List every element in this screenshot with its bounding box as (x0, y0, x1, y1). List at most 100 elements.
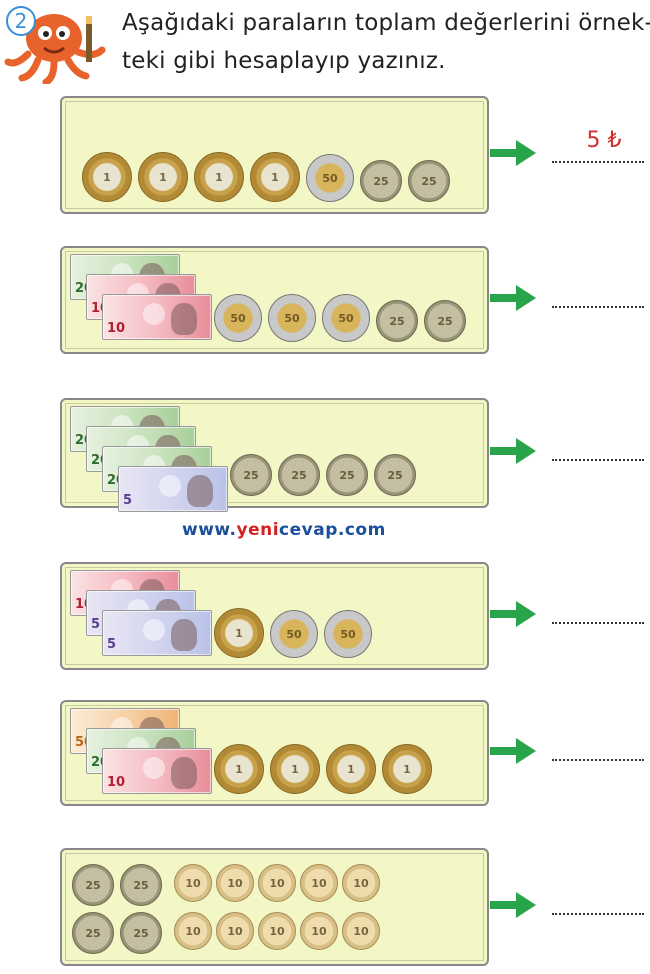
coin-twentyfive: 25 (120, 864, 162, 906)
question-line-1: Aşağıdaki paraların toplam değerlerini ö… (122, 10, 650, 36)
coin-mark: 10 (311, 876, 327, 890)
coin-mark: 1 (159, 170, 167, 184)
coin-one_lira: 1 (214, 608, 264, 658)
coin-mark: 25 (243, 468, 259, 482)
coin-twentyfive: 25 (120, 912, 162, 954)
coin-one_lira: 1 (214, 744, 264, 794)
coin-twentyfive: 25 (374, 454, 416, 496)
coin-one_lira: 1 (250, 152, 300, 202)
coin-mark: 50 (338, 311, 354, 325)
coin-mark: 25 (387, 468, 403, 482)
exercise-header: 2 Aşağıdaki paraların toplam değerlerini… (0, 0, 650, 92)
coin-one_lira: 1 (270, 744, 320, 794)
banknote-value: 5 (123, 493, 133, 508)
coin-mark: 25 (421, 174, 437, 188)
coin-mark: 1 (235, 626, 243, 640)
banknote-portrait-icon (187, 475, 213, 507)
coin-mark: 1 (403, 762, 411, 776)
coin-mark: 1 (271, 170, 279, 184)
coin-mark: 50 (286, 627, 302, 641)
coin-twentyfive: 25 (72, 912, 114, 954)
coin-ten: 10 (300, 912, 338, 950)
coin-fifty: 50 (322, 294, 370, 342)
coin-mark: 10 (185, 924, 201, 938)
answer-text: 5 ₺ (586, 128, 622, 153)
coin-mark: 25 (133, 926, 149, 940)
right-arrow-icon (490, 892, 536, 918)
coin-twentyfive: 25 (360, 160, 402, 202)
watermark: www.yenicevap.com (182, 520, 386, 540)
coin-ten: 10 (342, 912, 380, 950)
coin-mark: 1 (347, 762, 355, 776)
banknote-portrait-icon (171, 619, 197, 651)
exercise-row-1: 1 1 1 1 50 25 25 5 ₺ (0, 96, 650, 214)
banknote-portrait-icon (171, 303, 197, 335)
banknote-5: 5 (102, 610, 212, 656)
coin-mark: 50 (322, 171, 338, 185)
question-number-badge: 2 (6, 6, 36, 36)
coin-ten: 10 (342, 864, 380, 902)
banknote-10: 10 (102, 294, 212, 340)
right-arrow-icon (490, 140, 536, 166)
watermark-part-2: yeni (236, 520, 280, 540)
coin-mark: 25 (339, 468, 355, 482)
banknote-value: 10 (107, 775, 126, 790)
answer-field[interactable] (552, 893, 644, 915)
money-box: 1 1 1 1 50 25 25 (60, 96, 489, 214)
coin-mark: 25 (85, 926, 101, 940)
banknote-star-icon (143, 619, 165, 641)
coin-twentyfive: 25 (326, 454, 368, 496)
coin-mark: 10 (269, 924, 285, 938)
coin-mark: 25 (389, 314, 405, 328)
answer-field[interactable] (552, 439, 644, 461)
coin-mark: 25 (437, 314, 453, 328)
coin-ten: 10 (216, 864, 254, 902)
right-arrow-icon (490, 738, 536, 764)
coin-one_lira: 1 (138, 152, 188, 202)
coin-ten: 10 (258, 912, 296, 950)
coin-mark: 10 (269, 876, 285, 890)
banknote-portrait-icon (171, 757, 197, 789)
coin-twentyfive: 25 (424, 300, 466, 342)
coin-fifty: 50 (268, 294, 316, 342)
coin-fifty: 50 (270, 610, 318, 658)
coin-mark: 10 (227, 924, 243, 938)
question-text: Aşağıdaki paraların toplam değerlerini ö… (122, 4, 650, 80)
answer-field[interactable] (552, 286, 644, 308)
question-line-2: teki gibi hesaplayıp yazınız. (122, 48, 446, 74)
coin-mark: 25 (373, 174, 389, 188)
right-arrow-icon (490, 285, 536, 311)
coin-one_lira: 1 (194, 152, 244, 202)
coin-mark: 25 (85, 878, 101, 892)
coin-ten: 10 (174, 912, 212, 950)
coin-mark: 1 (235, 762, 243, 776)
coin-one_lira: 1 (326, 744, 376, 794)
answer-field[interactable] (552, 602, 644, 624)
answer-field[interactable]: 5 ₺ (552, 130, 644, 163)
coin-mark: 25 (291, 468, 307, 482)
coin-twentyfive: 25 (278, 454, 320, 496)
coin-twentyfive: 25 (230, 454, 272, 496)
coin-one_lira: 1 (82, 152, 132, 202)
banknote-star-icon (159, 475, 181, 497)
coin-twentyfive: 25 (408, 160, 450, 202)
coin-mark: 1 (103, 170, 111, 184)
banknote-value: 10 (107, 321, 126, 336)
coin-mark: 1 (215, 170, 223, 184)
coin-mark: 10 (353, 876, 369, 890)
coin-ten: 10 (300, 864, 338, 902)
coin-mark: 1 (291, 762, 299, 776)
coin-fifty: 50 (324, 610, 372, 658)
answer-field[interactable] (552, 739, 644, 761)
coin-twentyfive: 25 (376, 300, 418, 342)
